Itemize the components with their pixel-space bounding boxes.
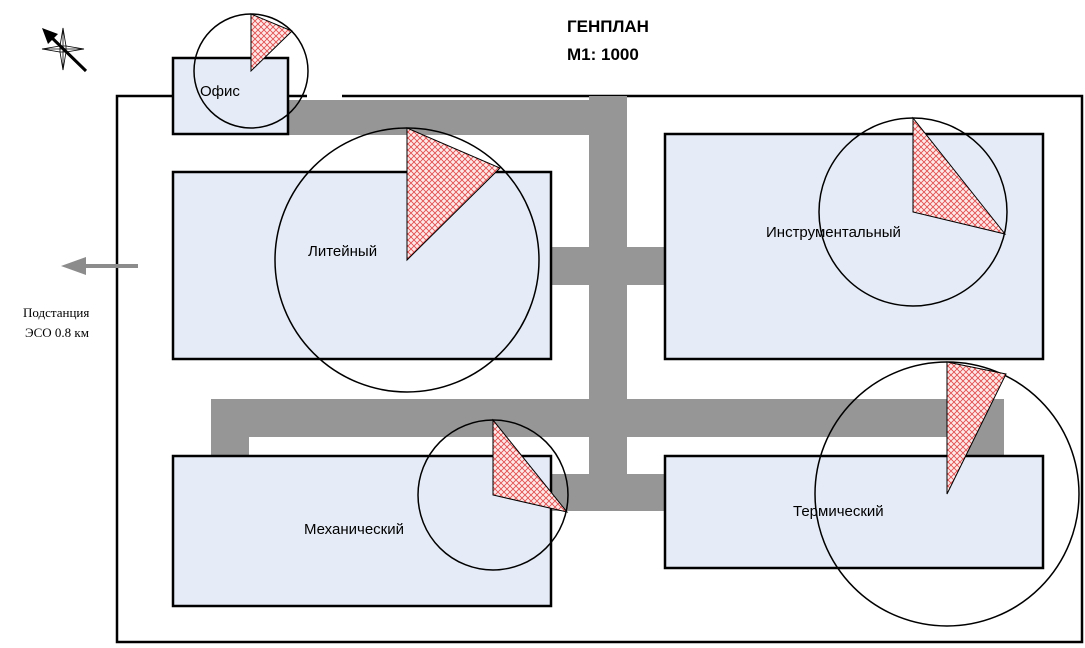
page-title: ГЕНПЛАН — [567, 17, 649, 36]
road-cross-lower — [550, 474, 665, 511]
sector-mechanical — [492, 418, 569, 513]
label-thermal: Термический — [793, 503, 884, 520]
building-mechanical — [171, 454, 553, 608]
substation-label: Подстанция — [23, 305, 89, 320]
sector-thermal — [946, 361, 1007, 495]
label-mechanical: Механический — [304, 521, 404, 538]
road-horizontal — [211, 399, 1004, 437]
road-left-stub — [211, 399, 249, 456]
building-tool — [663, 132, 1045, 361]
roads — [211, 96, 1004, 511]
substation-distance: ЭСО 0.8 км — [25, 325, 89, 340]
arrow-left-icon — [61, 257, 138, 275]
building-foundry — [171, 170, 553, 361]
label-foundry: Литейный — [308, 243, 377, 260]
sector-foundry — [406, 127, 501, 262]
label-tool: Инструментальный — [766, 224, 901, 241]
north-arrow-icon — [41, 27, 88, 73]
road-office — [288, 100, 627, 135]
building-office — [171, 56, 290, 136]
road-cross-upper — [550, 247, 665, 285]
scale-label: М1: 1000 — [567, 45, 639, 64]
sector-tool — [912, 116, 1007, 235]
label-office: Офис — [200, 83, 240, 100]
road-vertical — [589, 96, 627, 511]
building-thermal — [663, 454, 1045, 570]
sector-office — [250, 13, 293, 73]
